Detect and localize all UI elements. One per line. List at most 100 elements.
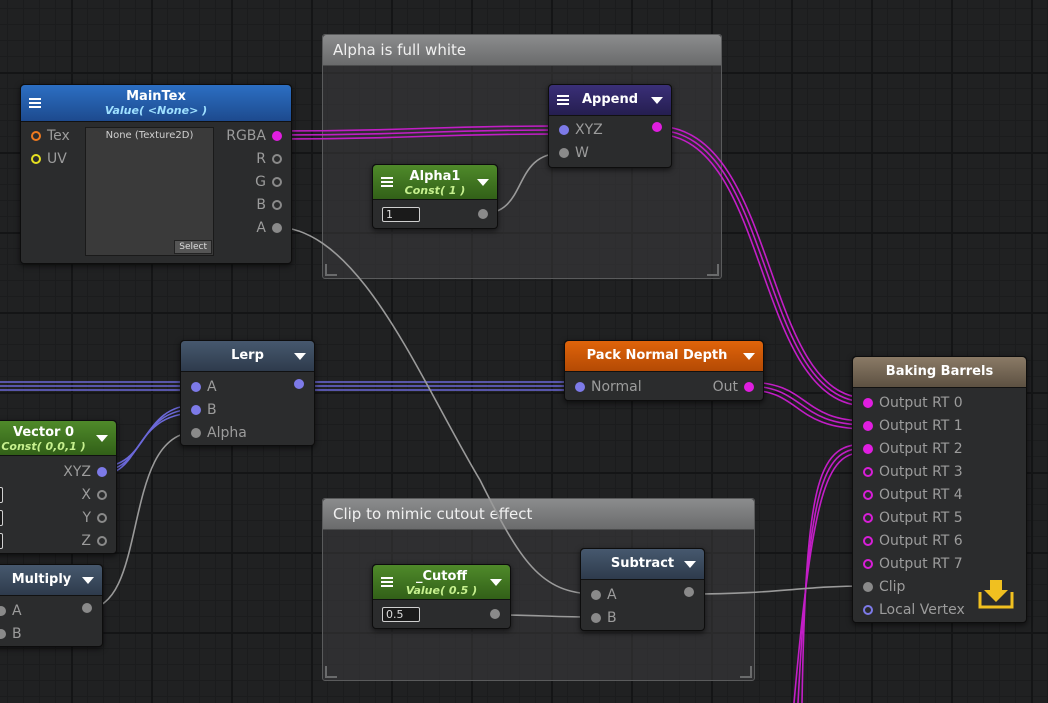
port-dot[interactable] (863, 605, 873, 615)
node-header[interactable]: Subtract (581, 549, 704, 580)
port-dot[interactable] (272, 177, 282, 187)
output-port[interactable] (490, 609, 500, 619)
port-dot[interactable] (591, 613, 601, 623)
port-dot[interactable] (863, 398, 873, 408)
port-dot[interactable] (478, 209, 488, 219)
port-dot[interactable] (31, 131, 41, 141)
value-x-input[interactable] (0, 487, 3, 503)
port-dot[interactable] (652, 122, 662, 132)
value-input[interactable]: 0.5 (382, 607, 420, 622)
output-port[interactable] (294, 379, 304, 389)
port-dot[interactable] (684, 587, 694, 597)
port-dot[interactable] (490, 609, 500, 619)
group-title[interactable]: Alpha is full white (323, 35, 721, 66)
node-baking-barrels[interactable]: Baking Barrels Output RT 0 Output RT 1 O… (852, 356, 1027, 623)
input-port-xyz[interactable]: XYZ (559, 122, 603, 138)
port-dot[interactable] (272, 131, 282, 141)
port-dot[interactable] (97, 490, 107, 500)
node-header[interactable]: Alpha1 Const( 1 ) (373, 165, 497, 200)
select-texture-button[interactable]: Select (174, 240, 212, 254)
input-port-output-rt-6[interactable]: Output RT 6 (863, 533, 963, 549)
port-dot[interactable] (191, 405, 201, 415)
node-vector0[interactable]: Vector 0 Const( 0,0,1 ) XYZ X Y Z (0, 420, 117, 554)
value-z-input[interactable] (0, 533, 3, 549)
port-dot[interactable] (863, 582, 873, 592)
output-port-b[interactable]: B (256, 197, 282, 213)
node-header[interactable]: Multiply (0, 565, 102, 596)
port-dot[interactable] (744, 382, 754, 392)
port-dot[interactable] (559, 125, 569, 135)
output-port-z[interactable]: Z (81, 533, 107, 549)
dropdown-icon[interactable] (477, 179, 489, 186)
group-title[interactable]: Clip to mimic cutout effect (323, 499, 754, 530)
dropdown-icon[interactable] (651, 97, 663, 104)
port-dot[interactable] (575, 382, 585, 392)
output-port-g[interactable]: G (255, 174, 282, 190)
port-dot[interactable] (0, 606, 6, 616)
input-port-a[interactable]: A (191, 379, 217, 395)
node-header[interactable]: MainTex Value( <None> ) (21, 85, 291, 122)
input-port-b[interactable]: B (591, 610, 617, 626)
value-y-input[interactable] (0, 510, 3, 526)
port-dot[interactable] (863, 421, 873, 431)
port-dot[interactable] (31, 154, 41, 164)
port-dot[interactable] (191, 382, 201, 392)
input-port-alpha[interactable]: Alpha (191, 425, 247, 441)
port-dot[interactable] (863, 490, 873, 500)
output-port[interactable] (478, 209, 488, 219)
port-dot[interactable] (294, 379, 304, 389)
port-dot[interactable] (863, 444, 873, 454)
input-port-clip[interactable]: Clip (863, 579, 905, 595)
resize-handle[interactable] (707, 264, 719, 276)
node-maintex[interactable]: MainTex Value( <None> ) Tex UV None (Tex… (20, 84, 292, 264)
output-port[interactable] (652, 122, 662, 132)
menu-icon[interactable] (381, 177, 393, 187)
port-dot[interactable] (863, 513, 873, 523)
node-alpha1[interactable]: Alpha1 Const( 1 ) 1 (372, 164, 498, 229)
port-dot[interactable] (82, 603, 92, 613)
output-port[interactable] (684, 587, 694, 597)
output-port-y[interactable]: Y (82, 510, 107, 526)
port-dot[interactable] (272, 223, 282, 233)
menu-icon[interactable] (557, 95, 569, 105)
port-dot[interactable] (97, 536, 107, 546)
resize-handle[interactable] (740, 666, 752, 678)
dropdown-icon[interactable] (82, 577, 94, 584)
input-port-output-rt-4[interactable]: Output RT 4 (863, 487, 963, 503)
input-port-output-rt-1[interactable]: Output RT 1 (863, 418, 963, 434)
input-port-local-vertex[interactable]: Local Vertex (863, 602, 965, 618)
node-append[interactable]: Append XYZ W (548, 84, 672, 168)
port-dot[interactable] (559, 148, 569, 158)
node-cutoff[interactable]: _Cutoff Value( 0.5 ) 0.5 (372, 564, 511, 629)
output-port-xyz[interactable]: XYZ (63, 464, 107, 480)
port-dot[interactable] (97, 513, 107, 523)
value-input[interactable]: 1 (382, 207, 420, 222)
node-header[interactable]: Vector 0 Const( 0,0,1 ) (0, 421, 116, 456)
input-port-normal[interactable]: Normal (575, 379, 642, 395)
node-header[interactable]: Append (549, 85, 671, 116)
input-port-output-rt-0[interactable]: Output RT 0 (863, 395, 963, 411)
port-dot[interactable] (272, 154, 282, 164)
node-header[interactable]: Baking Barrels (853, 357, 1026, 388)
output-port-out[interactable]: Out (713, 379, 754, 395)
input-port-output-rt-2[interactable]: Output RT 2 (863, 441, 963, 457)
menu-icon[interactable] (29, 98, 41, 108)
input-port-b[interactable]: B (0, 626, 22, 642)
node-subtract[interactable]: Subtract A B (580, 548, 705, 631)
output-port[interactable] (82, 603, 92, 613)
resize-handle[interactable] (325, 666, 337, 678)
input-port-a[interactable]: A (0, 603, 22, 619)
port-dot[interactable] (97, 467, 107, 477)
node-header[interactable]: Pack Normal Depth (565, 341, 763, 372)
port-dot[interactable] (191, 428, 201, 438)
node-lerp[interactable]: Lerp A B Alpha (180, 340, 315, 446)
node-multiply[interactable]: Multiply A B (0, 564, 103, 647)
output-port-r[interactable]: R (256, 151, 282, 167)
input-port-output-rt-5[interactable]: Output RT 5 (863, 510, 963, 526)
dropdown-icon[interactable] (490, 579, 502, 586)
texture-preview[interactable]: None (Texture2D) Select (85, 127, 214, 256)
input-port-output-rt-7[interactable]: Output RT 7 (863, 556, 963, 572)
port-dot[interactable] (863, 467, 873, 477)
port-dot[interactable] (863, 536, 873, 546)
node-header[interactable]: _Cutoff Value( 0.5 ) (373, 565, 510, 600)
